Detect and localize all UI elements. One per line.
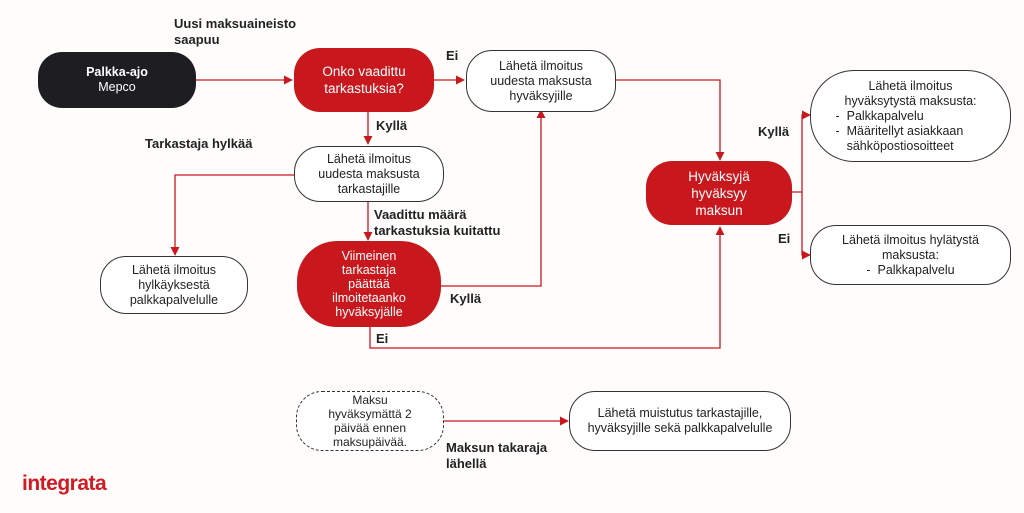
integrata-logo: integrata (22, 472, 107, 495)
node-approver-approves: Hyväksyjä hyväksyy maksun (646, 161, 792, 225)
payroll-title: Palkka-ajo (86, 65, 148, 79)
label-inspector-rejects: Tarkastaja hylkää (145, 136, 253, 151)
node-last-inspector: Viimeinen tarkastaja päättää ilmoitetaan… (297, 241, 441, 327)
node-notify-approved: Lähetä ilmoitus hyväksytystä maksusta: -… (810, 70, 1011, 162)
node-notify-declined: Lähetä ilmoitus hylätystä maksusta: - Pa… (810, 225, 1011, 285)
arrow-approver-to-approved (792, 110, 811, 193)
approved-item-1: - Palkkapalvelu (835, 108, 924, 123)
node-notify-approvers: Lähetä ilmoitus uudesta maksusta hyväksy… (466, 50, 616, 112)
node-check-required: Onko vaadittu tarkastuksia? (294, 48, 434, 112)
label-kylla-mid: Kyllä (376, 118, 408, 133)
label-new-data: Uusi maksuaineisto saapuu (174, 16, 297, 47)
approved-heading: Lähetä ilmoitus hyväksytystä maksusta: (844, 78, 977, 108)
node-notify-inspectors: Lähetä ilmoitus uudesta maksusta tarkast… (294, 146, 444, 202)
arrow-last-to-approvers (440, 109, 546, 287)
declined-heading: Lähetä ilmoitus hylätystä maksusta: (842, 232, 979, 262)
arrow-inspectors-to-rejection (170, 174, 294, 256)
declined-item-1: - Palkkapalvelu (866, 262, 955, 277)
payroll-subtitle: Mepco (98, 80, 136, 94)
arrow-last-to-approver (369, 226, 725, 349)
node-notify-rejection: Lähetä ilmoitus hylkäyksestä palkkapalve… (100, 256, 248, 314)
label-kylla-right: Kyllä (758, 124, 790, 139)
approved-item-2: - Määritellyt asiakkaan sähköpostiosoitt… (835, 123, 964, 153)
label-required-count: Vaadittu määrä tarkastuksia kuitattu (374, 207, 501, 238)
node-reminder: Lähetä muistutus tarkastajille, hyväksyj… (569, 391, 791, 451)
node-unapproved: Maksu hyväksymättä 2 päivää ennen maksup… (296, 391, 444, 451)
arrow-approvers-to-approver (615, 79, 725, 161)
label-due-date: Maksun takaraja lähellä (446, 440, 548, 471)
label-kylla-last: Kyllä (450, 291, 482, 306)
label-ei-bottom: Ei (376, 331, 389, 346)
arrow-approver-to-declined (801, 192, 811, 260)
label-ei-top: Ei (446, 48, 459, 63)
node-payroll: Palkka-ajo Mepco (38, 52, 196, 108)
label-ei-right: Ei (778, 231, 791, 246)
